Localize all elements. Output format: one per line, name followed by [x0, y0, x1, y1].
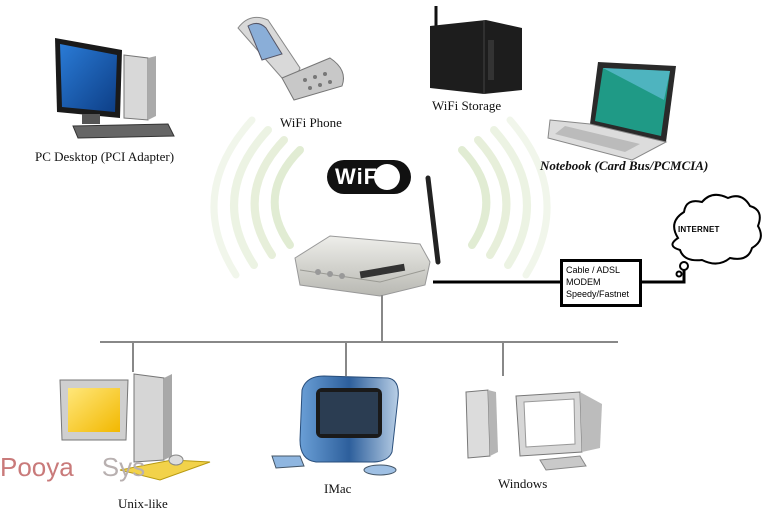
pc-desktop-label: PC Desktop (PCI Adapter)	[35, 149, 175, 164]
wifi-storage-image	[430, 6, 522, 94]
imac-label: IMac	[324, 481, 352, 496]
watermark-part-1: Pooya	[0, 452, 74, 482]
modem-box: Cable / ADSL MODEM Speedy/Fastnet	[560, 259, 642, 307]
notebook-label: Notebook (Card Bus/PCMCIA)	[540, 158, 709, 173]
modem-line-3: Speedy/Fastnet	[566, 289, 630, 299]
notebook-image	[547, 62, 676, 161]
wifi-logo-text: WiFi	[335, 164, 386, 189]
wifi-waves-right	[458, 116, 551, 279]
unix-computer-image	[59, 373, 211, 481]
windows-computer-image	[465, 389, 602, 471]
modem-line-2: MODEM	[566, 277, 601, 287]
watermark-part-2: Sys	[101, 452, 146, 482]
wifi-logo	[327, 160, 411, 194]
wifi-phone-image	[237, 16, 344, 101]
wifi-router	[294, 175, 441, 297]
wifi-waves-left	[210, 116, 304, 279]
internet-label: INTERNET	[678, 225, 720, 234]
windows-label: Windows	[498, 476, 548, 491]
wifi-storage-label: WiFi Storage	[432, 98, 502, 113]
pc-desktop-image	[55, 38, 175, 139]
watermark: Pooya Sys	[0, 452, 145, 483]
imac-image	[271, 375, 399, 476]
network-lines	[100, 295, 618, 376]
modem-line-1: Cable / ADSL	[566, 265, 621, 275]
internet-cloud	[671, 193, 762, 278]
wifi-phone-label: WiFi Phone	[280, 115, 342, 130]
unix-label: Unix-like	[118, 496, 168, 511]
